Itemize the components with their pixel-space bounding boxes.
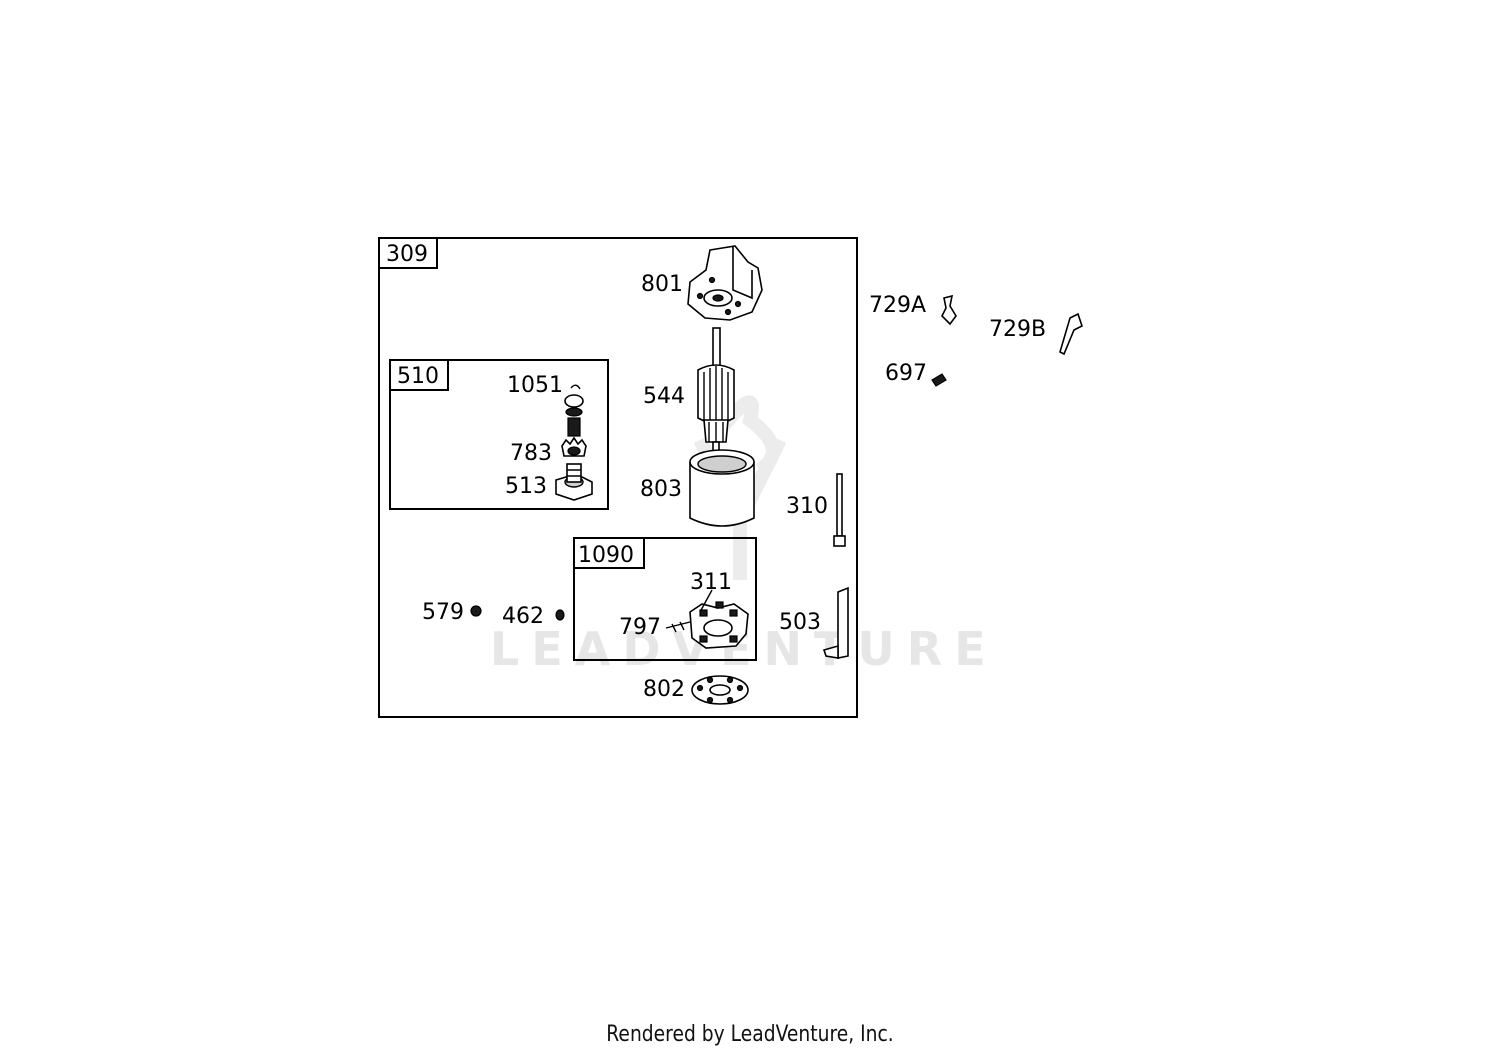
part-797-brush-lead: 797 [619,615,691,640]
group-1090: 1090 [573,537,757,661]
callout-783: 783 [510,441,552,466]
group-309-tag [378,237,438,269]
callout-697: 697 [885,361,927,386]
group-309: 309 [378,237,858,718]
part-802-end-plate: 802 [643,675,749,705]
callout-311: 311 [690,570,732,595]
callout-801: 801 [641,272,683,297]
group-1090-tag [573,537,645,569]
part-801-end-cap: 801 [641,245,763,321]
callout-797: 797 [619,615,661,640]
group-510: 510 [389,359,609,510]
callout-579: 579 [422,600,464,625]
part-697-screw: 697 [885,361,947,387]
part-729a-clip: 729A [869,293,957,326]
group-510-tag [389,359,449,391]
group-309-frame [378,237,858,718]
part-513-clutch: 513 [505,463,593,501]
part-579-nut: 579 [422,600,482,625]
part-1051-retaining-ring: 1051 [507,373,581,398]
part-503-bracket: 503 [779,586,849,659]
part-803-housing: 803 [640,449,755,527]
callout-1090: 1090 [578,543,634,568]
callout-544: 544 [643,384,685,409]
part-544-armature: 544 [643,327,735,455]
part-462-washer: 462 [502,604,565,629]
part-310-through-bolt: 310 [786,473,846,547]
callout-802: 802 [643,677,685,702]
callout-503: 503 [779,610,821,635]
callout-462: 462 [502,604,544,629]
part-311-brush-holder: 311 [689,570,749,649]
render-credit-footer: Rendered by LeadVenture, Inc. [606,1022,894,1047]
part-783-pinion-stack: 783 [510,394,587,466]
callout-729a: 729A [869,293,926,318]
callout-310: 310 [786,494,828,519]
callout-1051: 1051 [507,373,563,398]
group-510-frame [389,359,609,510]
callout-510: 510 [397,364,439,389]
part-729b-tie-strap: 729B [989,312,1083,356]
callout-309: 309 [386,242,428,267]
group-1090-frame [573,537,757,661]
callout-729b: 729B [989,317,1046,342]
callout-803: 803 [640,477,682,502]
callout-513: 513 [505,474,547,499]
